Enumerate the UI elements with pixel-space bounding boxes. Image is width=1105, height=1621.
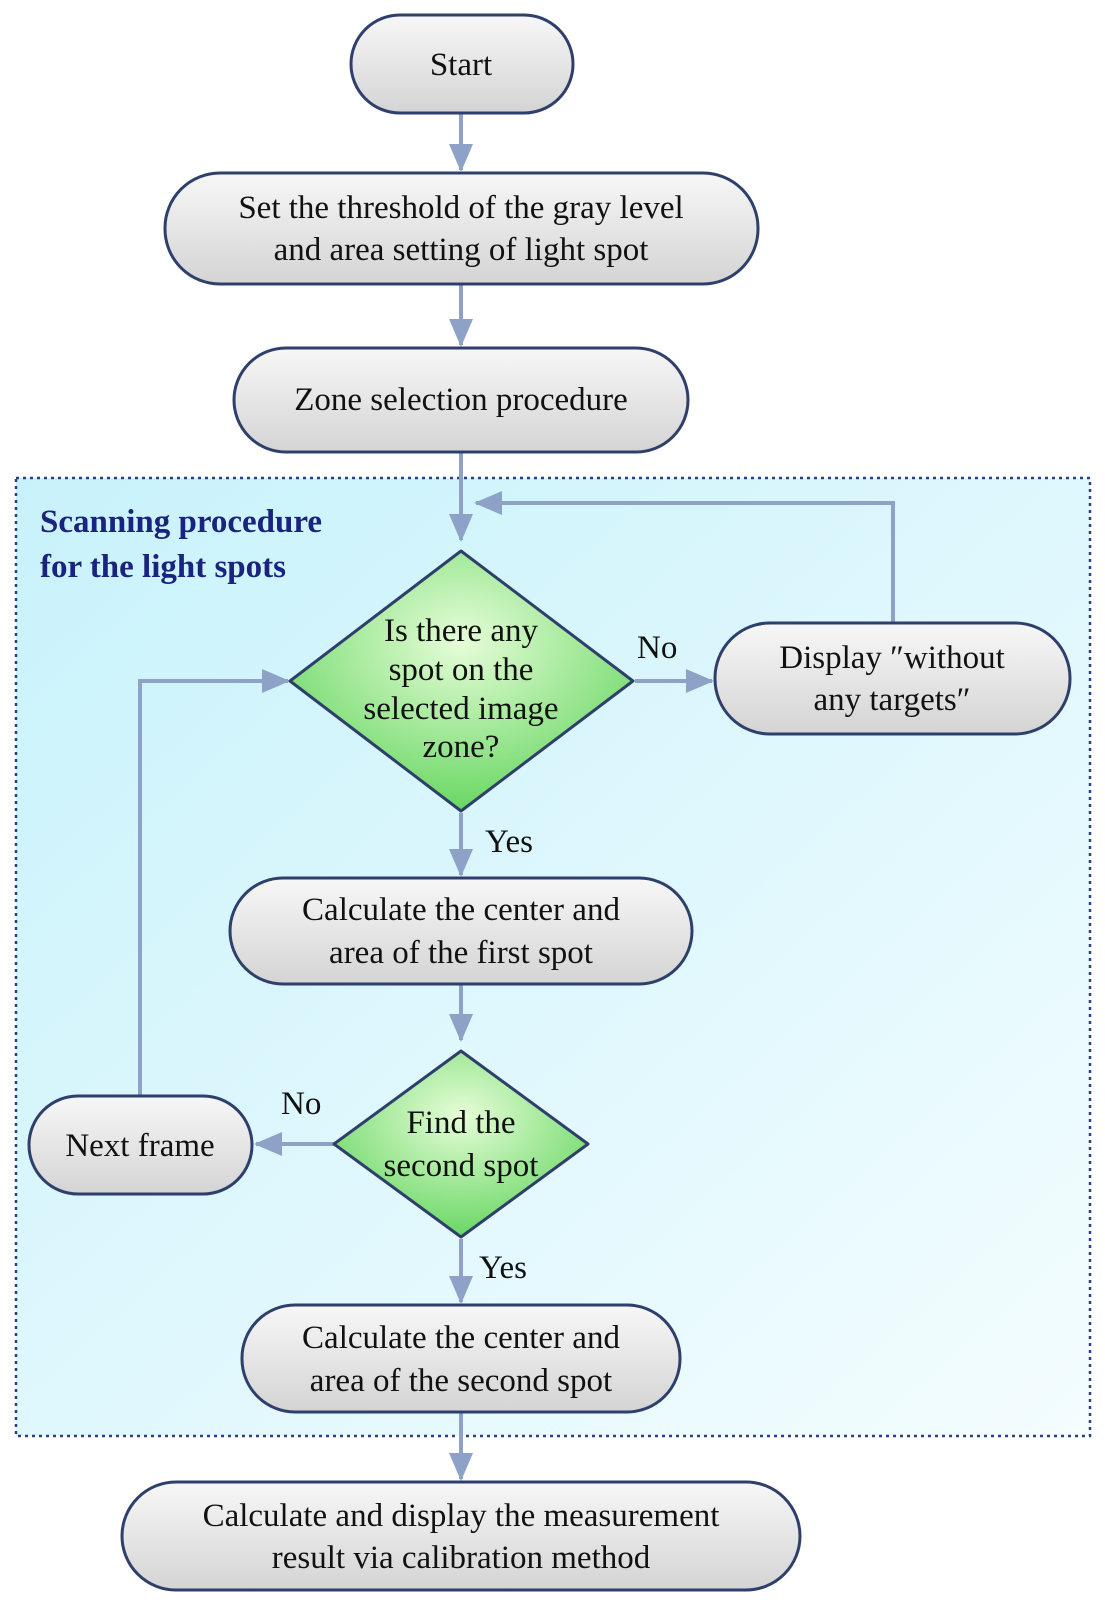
threshold-label-line2: and area setting of light spot <box>274 232 649 268</box>
display-label-line1: Display ″without <box>779 640 1005 676</box>
connector-next-loop <box>138 669 290 1096</box>
first-spot-node <box>228 876 694 986</box>
connector-display-loop <box>474 491 895 622</box>
display-no-targets-node <box>713 621 1072 736</box>
threshold-label-line1: Set the threshold of the gray level <box>238 190 683 226</box>
spot-decision-line3: selected image <box>363 691 558 727</box>
edge-label-yes-2: Yes <box>479 1250 527 1286</box>
second-spot-line2: area of the second spot <box>310 1363 612 1399</box>
next-frame-node <box>27 1094 254 1196</box>
start-label: Start <box>430 47 492 83</box>
display-label-line2: any targets″ <box>813 682 970 718</box>
first-spot-line2: area of the first spot <box>329 935 593 971</box>
spot-decision-line1: Is there any <box>384 613 538 649</box>
result-line1: Calculate and display the measurement <box>203 1498 720 1534</box>
second-spot-line1: Calculate the center and <box>302 1320 620 1356</box>
start-node <box>349 13 575 115</box>
first-spot-line1: Calculate the center and <box>302 892 620 928</box>
spot-decision-line4: zone? <box>423 729 500 765</box>
result-line2: result via calibration method <box>272 1540 651 1576</box>
next-frame-label: Next frame <box>65 1128 214 1164</box>
edge-label-no-1: No <box>637 630 677 666</box>
threshold-node <box>163 171 760 286</box>
spot-decision-node <box>288 549 635 813</box>
second-decision-line2: second spot <box>384 1148 539 1184</box>
edge-label-yes-1: Yes <box>485 824 533 860</box>
second-decision-line1: Find the <box>406 1105 515 1141</box>
zone-selection-label: Zone selection procedure <box>294 382 628 418</box>
second-spot-decision-node <box>332 1049 590 1239</box>
zone-selection-node <box>232 346 690 454</box>
spot-decision-line2: spot on the <box>389 652 534 688</box>
edge-label-no-2: No <box>281 1086 321 1122</box>
result-node <box>120 1480 802 1592</box>
group-title: Scanning procedure <box>40 504 322 540</box>
group-subtitle: for the light spots <box>40 549 286 585</box>
second-spot-node <box>240 1303 682 1414</box>
